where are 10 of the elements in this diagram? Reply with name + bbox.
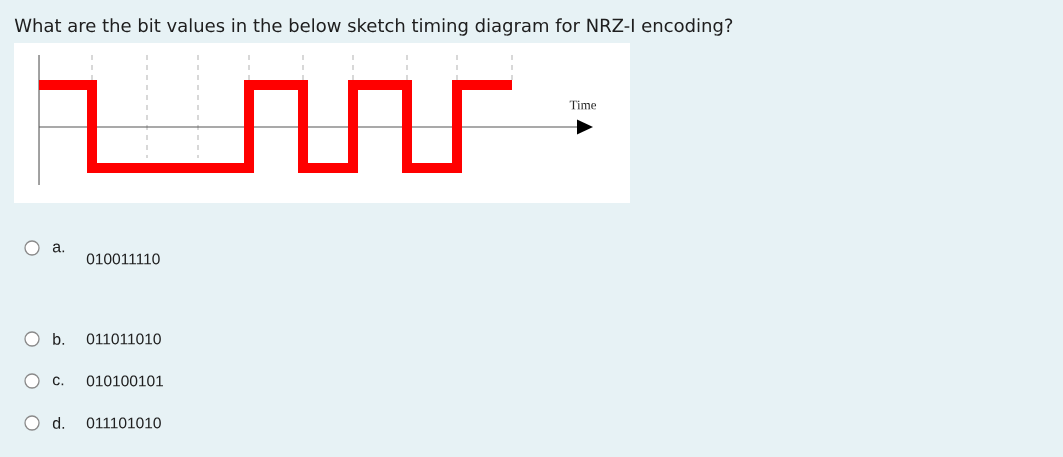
option-value: 011011010 [86, 333, 161, 345]
option-letter: c. [52, 376, 64, 386]
option-letter: a. [52, 243, 65, 253]
option-value: 010100101 [86, 375, 163, 387]
option-letter: d. [52, 417, 65, 429]
question-text: What are the bit values in the below sketch timing diagram for NRZ-I encoding? [14, 18, 733, 36]
option-letter: b. [53, 333, 65, 345]
option-value: 011101010 [86, 417, 161, 429]
option-value: 010011110 [86, 253, 160, 265]
axis-label: Time [569, 100, 597, 110]
